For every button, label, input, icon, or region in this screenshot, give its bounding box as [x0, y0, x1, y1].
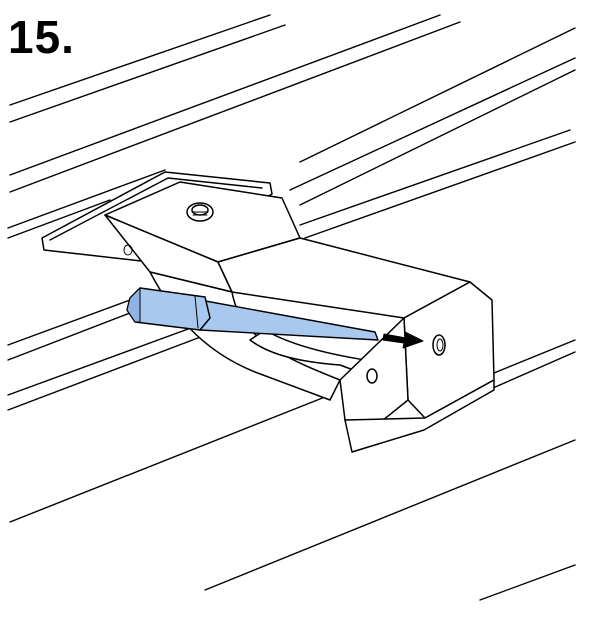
- tool-facet: [126, 286, 141, 323]
- hex-screwdriver-icon: [126, 286, 379, 341]
- threaded-insert: [123, 202, 214, 256]
- step-number: 15.: [8, 11, 75, 63]
- arrow-right-icon: [382, 331, 424, 349]
